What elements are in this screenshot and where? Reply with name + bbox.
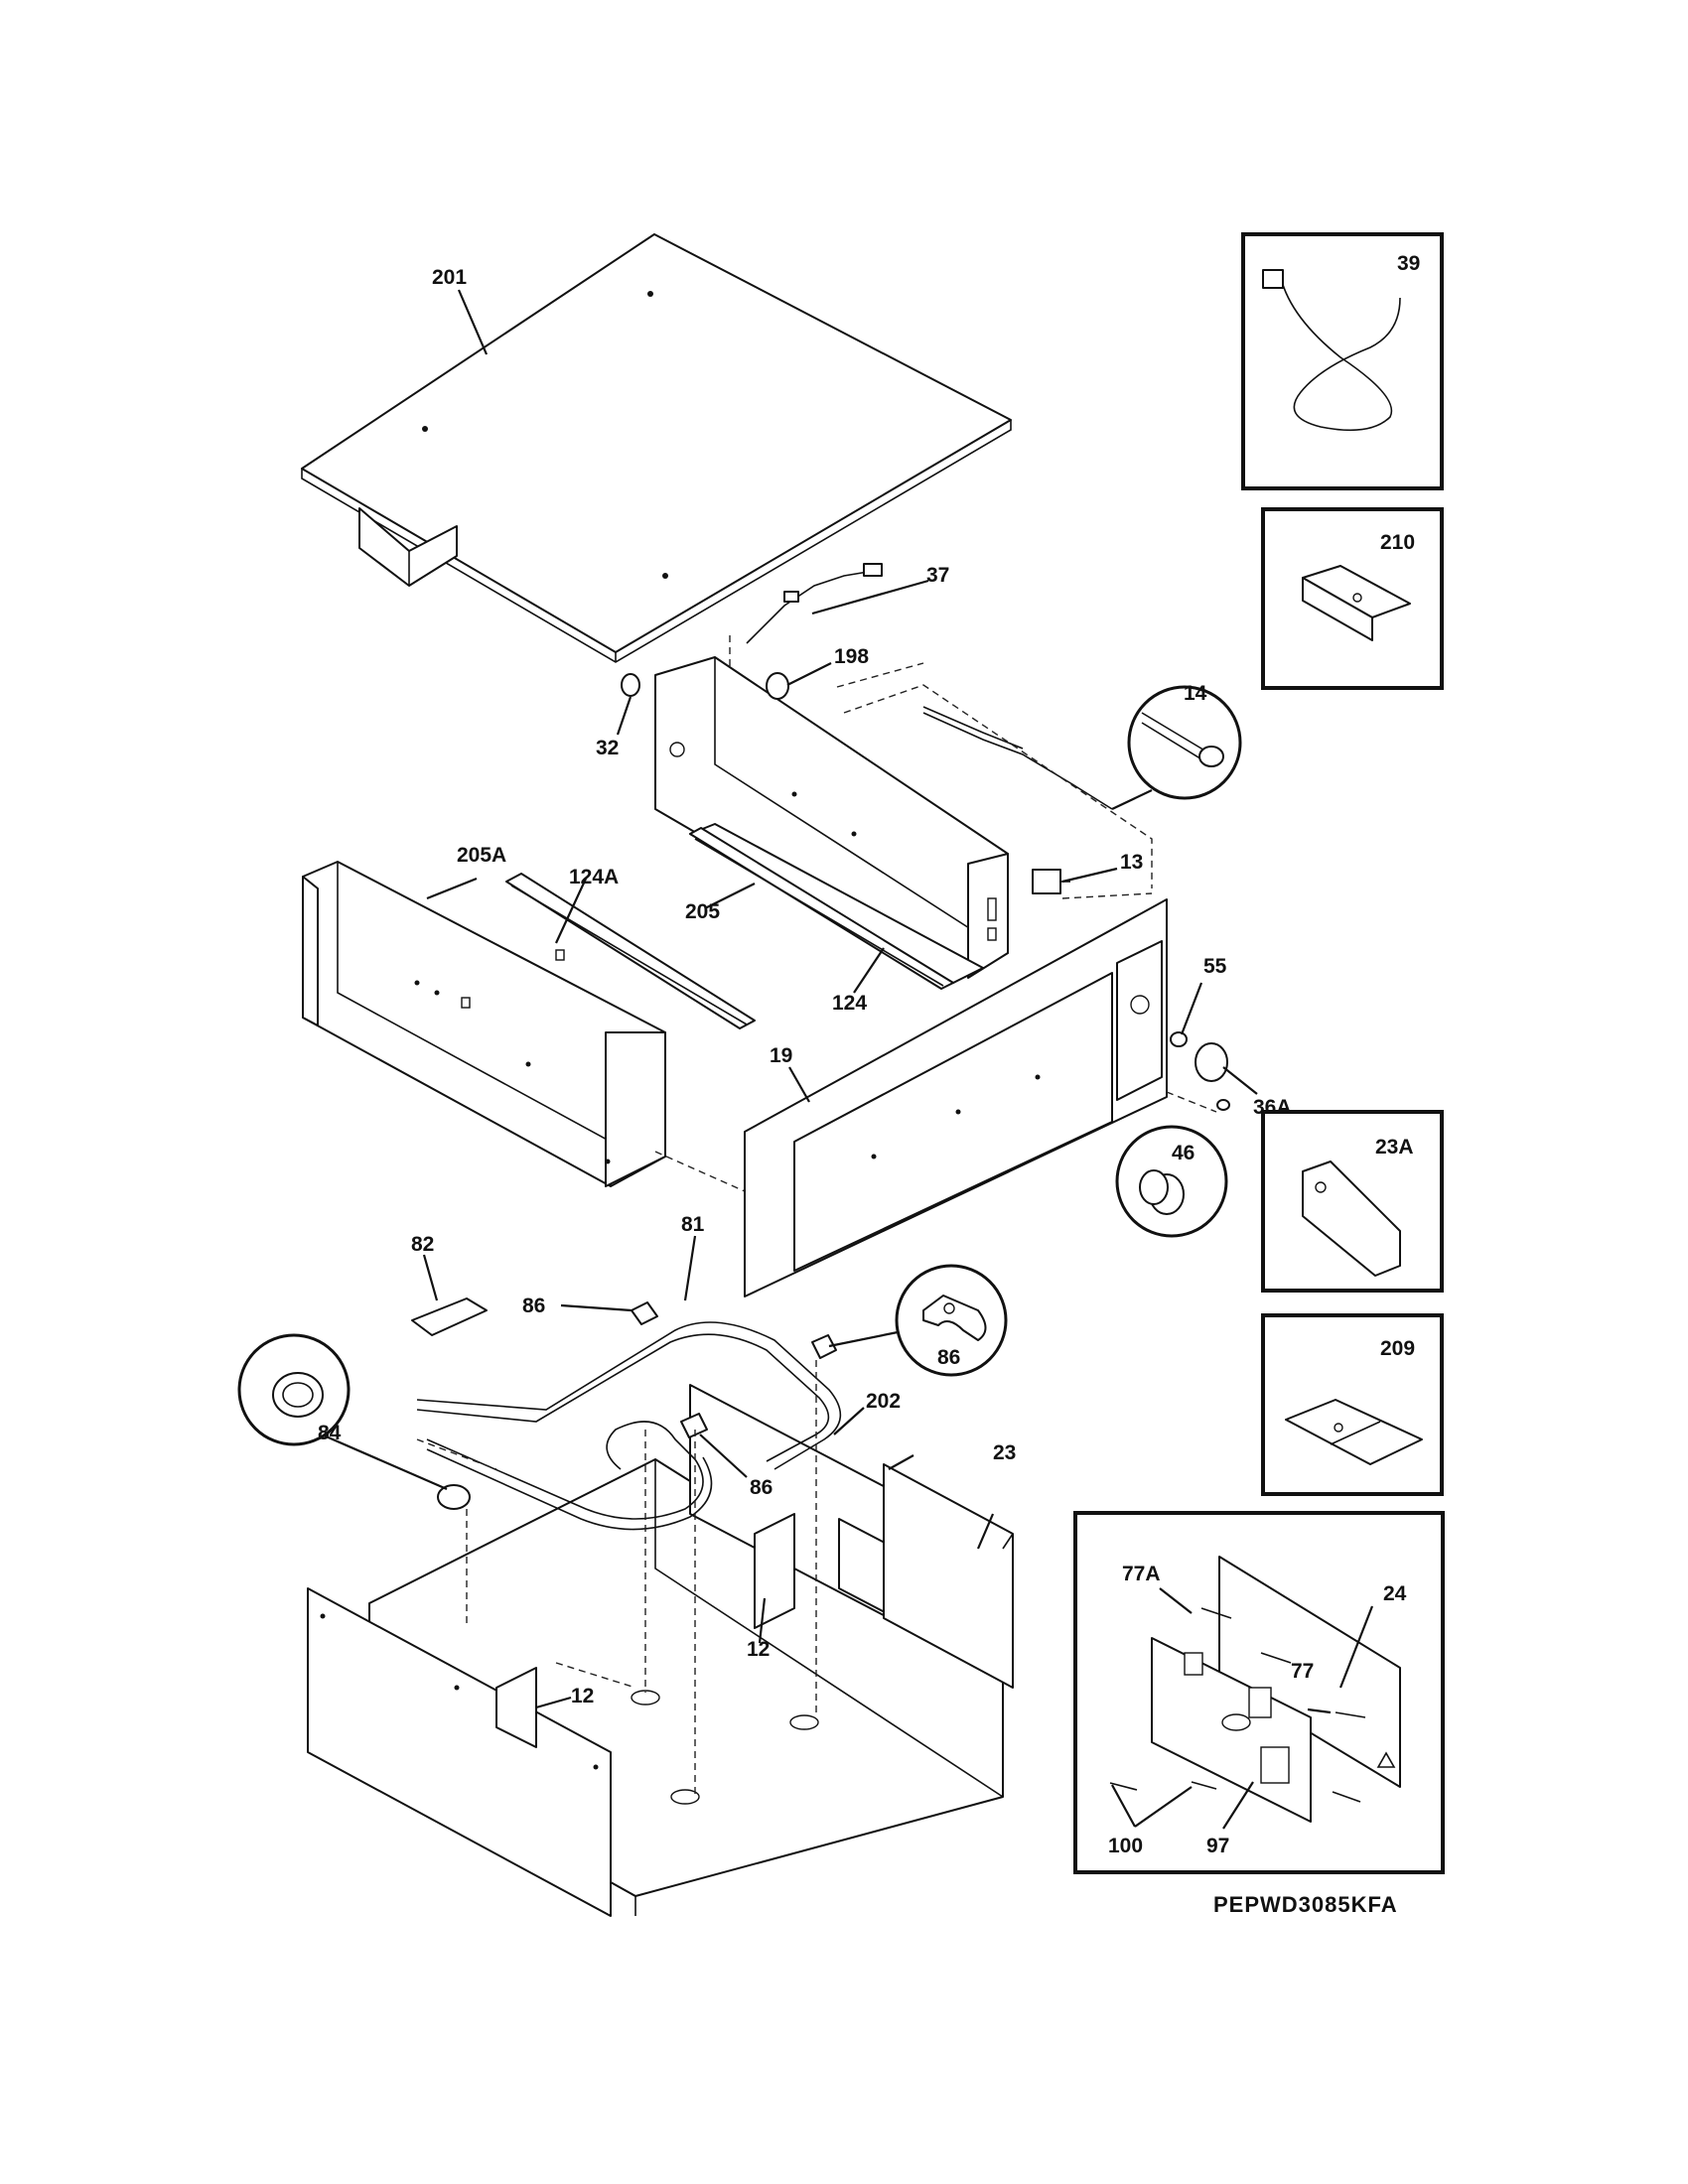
leader-lines <box>422 289 1374 1830</box>
detail-circle-84 <box>237 1333 448 1491</box>
part-124-slide-rail <box>689 827 954 990</box>
label-12-left: 12 <box>571 1685 594 1707</box>
part-19-front-frame <box>744 898 1168 1297</box>
clip-86-center <box>680 1413 708 1438</box>
label-201: 201 <box>432 266 467 289</box>
part-82-bracket <box>411 1297 488 1336</box>
part-84-thermostat <box>437 1484 471 1510</box>
part-198-grommet <box>766 672 789 700</box>
part-32-fastener <box>621 673 640 697</box>
label-37: 37 <box>926 564 949 587</box>
label-84: 84 <box>318 1422 342 1444</box>
part-23-side-panel <box>883 1463 1014 1689</box>
part-36a-knob <box>1195 1042 1228 1082</box>
label-97: 97 <box>1206 1835 1229 1857</box>
label-124a: 124A <box>569 866 619 888</box>
small-hardware <box>621 672 1230 1111</box>
box-part-209 <box>1261 1313 1444 1496</box>
label-86-center: 86 <box>750 1476 773 1499</box>
model-code: PEPWD3085KFA <box>1213 1892 1398 1917</box>
label-86-circle: 86 <box>937 1346 960 1369</box>
part-86-clips <box>631 1301 837 1438</box>
part-55-nut <box>1170 1031 1188 1047</box>
box-part-39 <box>1241 232 1444 490</box>
box-part-24 <box>1073 1511 1445 1874</box>
label-14: 14 <box>1184 682 1207 705</box>
label-23: 23 <box>993 1441 1016 1464</box>
label-209: 209 <box>1380 1337 1415 1360</box>
dashed-guides-lower <box>416 1360 817 1797</box>
label-210: 210 <box>1380 531 1415 554</box>
label-81: 81 <box>681 1213 705 1236</box>
part-13-switch <box>1032 869 1070 894</box>
label-55: 55 <box>1203 955 1227 978</box>
part-81-heating-element <box>416 1321 842 1531</box>
label-46: 46 <box>1172 1142 1195 1164</box>
label-13: 13 <box>1120 851 1143 874</box>
part-37-wire-lead <box>746 563 883 644</box>
part-14-harness <box>922 706 1113 810</box>
detail-circle-46 <box>1115 1125 1228 1238</box>
part-46-small-knob <box>1216 1099 1230 1111</box>
label-12-right: 12 <box>747 1638 770 1661</box>
clip-86-left <box>631 1301 658 1325</box>
part-205-center-box <box>654 656 1009 984</box>
part-124a-rail <box>505 873 756 1029</box>
box-part-23a <box>1261 1110 1444 1293</box>
label-205a: 205A <box>457 844 506 867</box>
label-23a: 23A <box>1375 1136 1414 1159</box>
label-198: 198 <box>834 645 869 668</box>
label-202: 202 <box>866 1390 901 1413</box>
label-32: 32 <box>596 737 619 759</box>
detail-circle-14 <box>1111 685 1242 810</box>
label-24: 24 <box>1383 1582 1407 1605</box>
label-86-left: 86 <box>522 1295 545 1317</box>
label-36a: 36A <box>1253 1096 1292 1119</box>
label-77a: 77A <box>1122 1563 1161 1585</box>
callout-labels: 201 39 210 37 198 32 14 205A 124A 13 205… <box>318 252 1420 1857</box>
label-19: 19 <box>770 1044 792 1067</box>
label-124: 124 <box>832 992 867 1015</box>
detail-circle-86 <box>828 1264 1008 1377</box>
label-82: 82 <box>411 1233 434 1256</box>
clip-86-right <box>811 1334 837 1359</box>
dashed-guides-upper <box>654 635 1217 1192</box>
part-201-top-panel <box>301 233 1012 663</box>
box-part-210 <box>1261 507 1444 690</box>
label-205: 205 <box>685 900 720 923</box>
part-205a-side-panel <box>302 861 666 1187</box>
part-12-insulation <box>495 1513 795 1748</box>
label-77: 77 <box>1291 1660 1314 1683</box>
label-39: 39 <box>1397 252 1420 275</box>
label-100: 100 <box>1108 1835 1143 1857</box>
